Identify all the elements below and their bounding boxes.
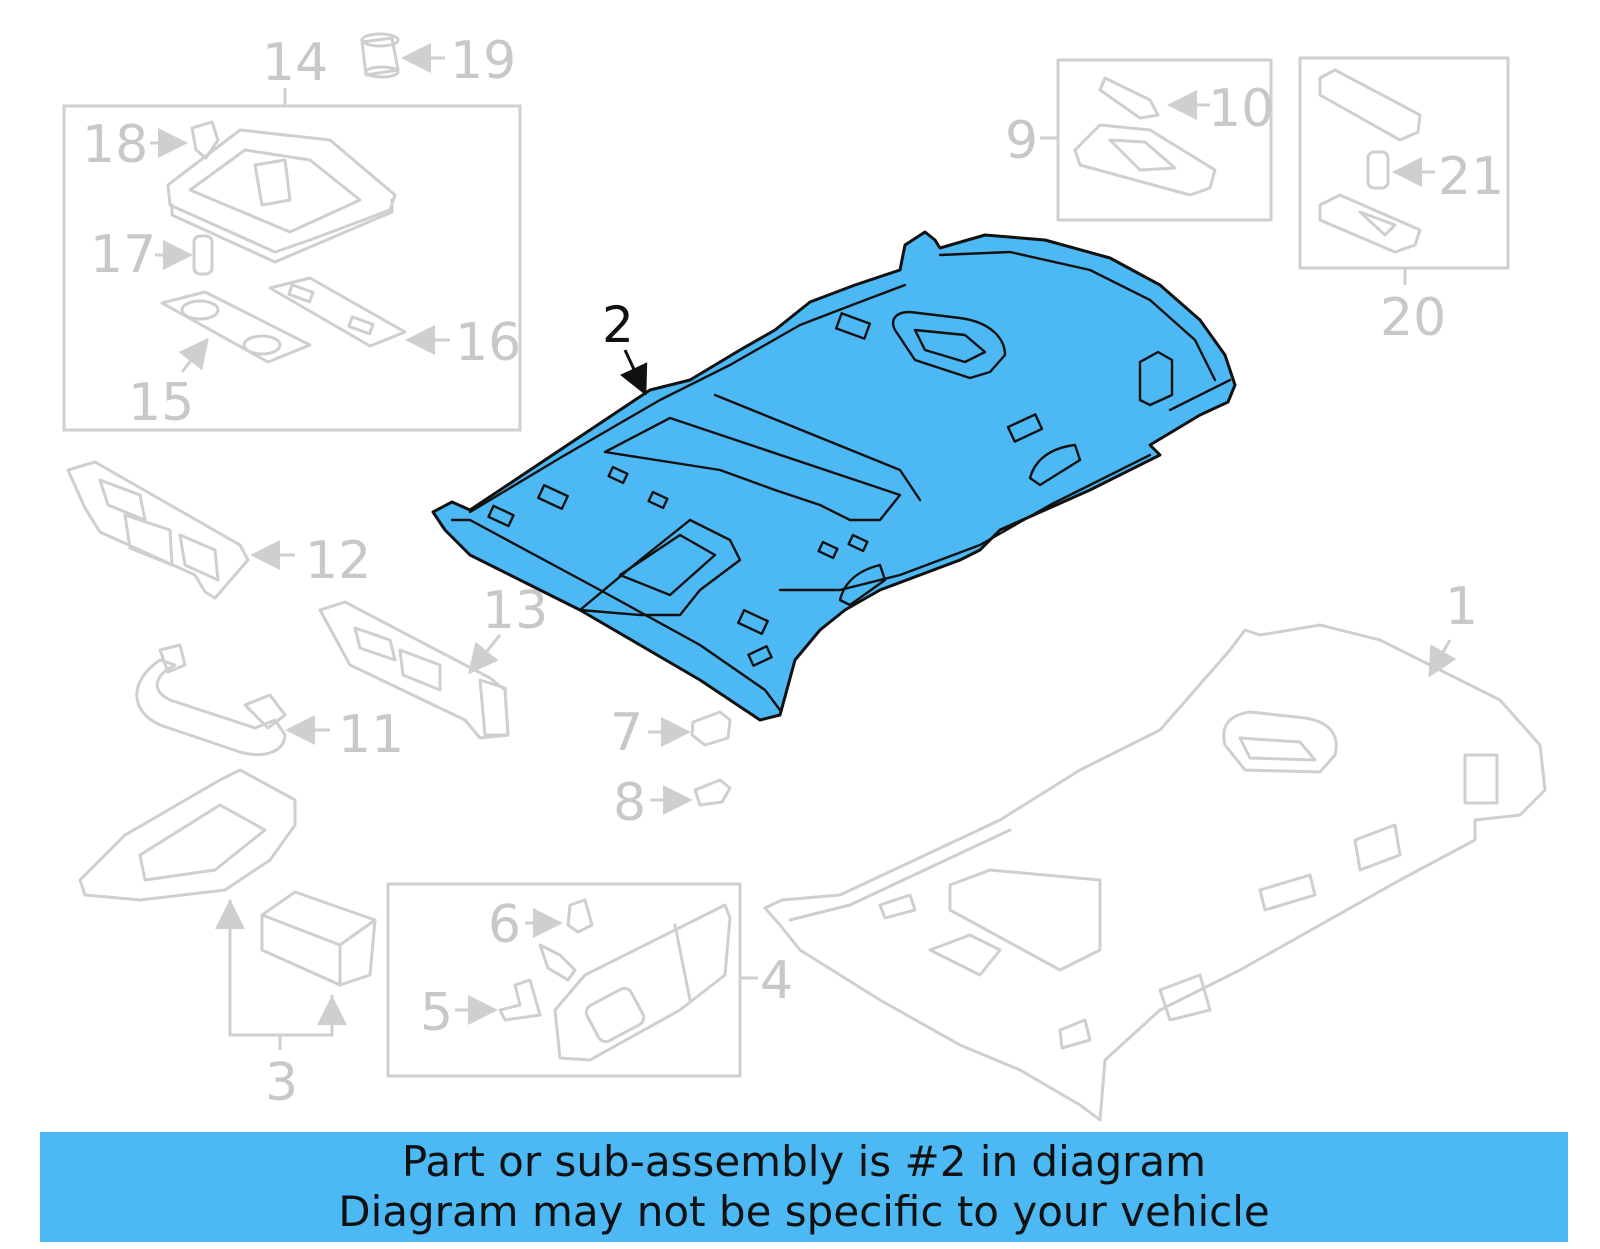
callout-8: 8 <box>613 773 646 833</box>
part-3-group <box>78 768 377 1050</box>
callout-9: 9 <box>1005 111 1038 171</box>
callout-15: 15 <box>128 373 194 433</box>
callout-17: 17 <box>90 225 156 285</box>
callout-3: 3 <box>265 1053 298 1113</box>
callout-4: 4 <box>760 951 793 1011</box>
map-lamp-group <box>1040 58 1273 222</box>
callout-18: 18 <box>82 115 148 175</box>
part-11 <box>135 643 330 757</box>
callout-6: 6 <box>488 895 521 955</box>
parts-7-8 <box>648 710 732 815</box>
part-1-headliner-outline <box>763 623 1547 1122</box>
callout-5: 5 <box>420 983 453 1043</box>
callout-2: 2 <box>602 296 634 354</box>
part-13 <box>318 600 510 740</box>
callout-10: 10 <box>1208 79 1274 139</box>
part-19 <box>360 32 445 79</box>
callout-21: 21 <box>1438 147 1504 207</box>
callout-20: 20 <box>1380 288 1446 348</box>
callout-labels: 14 19 18 17 16 15 9 10 21 20 2 12 13 1 7… <box>82 31 1504 1113</box>
part-12 <box>66 460 295 600</box>
courtesy-lamp-group <box>1298 56 1510 285</box>
callout-16: 16 <box>455 313 521 373</box>
callout-11: 11 <box>338 705 404 765</box>
callout-7: 7 <box>610 703 643 763</box>
callout-14: 14 <box>262 33 328 93</box>
overhead-console-group <box>62 88 522 432</box>
callout-19: 19 <box>450 31 516 91</box>
callout-12: 12 <box>305 531 371 591</box>
info-banner: Part or sub-assembly is #2 in diagram Di… <box>40 1132 1568 1242</box>
banner-line-2: Diagram may not be specific to your vehi… <box>338 1187 1270 1236</box>
callout-1: 1 <box>1445 577 1478 637</box>
banner-line-1: Part or sub-assembly is #2 in diagram <box>401 1137 1207 1186</box>
callout-13: 13 <box>482 581 548 641</box>
sun-visor-group <box>386 882 758 1078</box>
part-2-headliner-highlighted <box>431 230 1237 722</box>
